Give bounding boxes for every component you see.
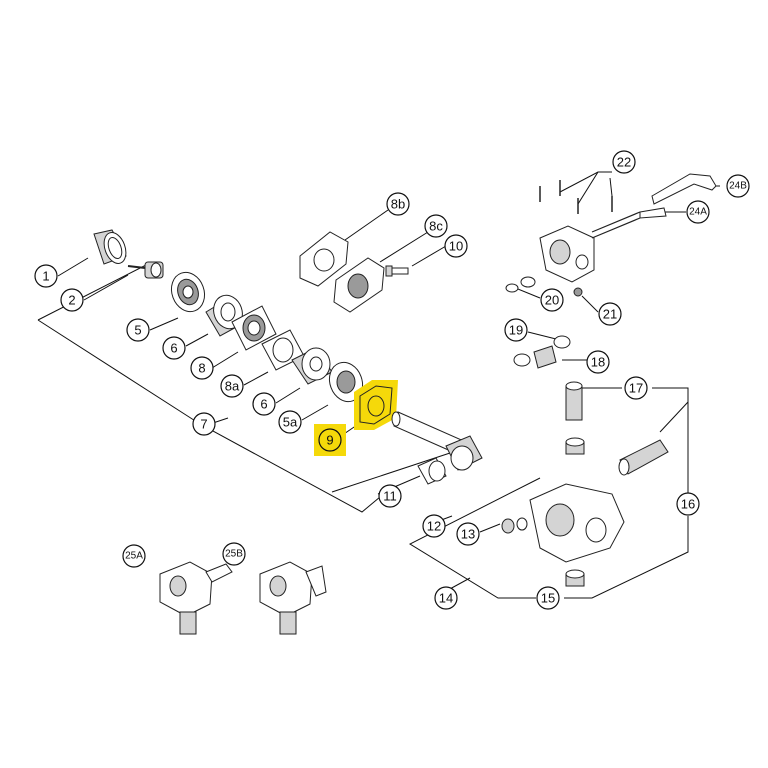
callout-9-highlighted[interactable]: 9 — [314, 424, 346, 456]
callout-16[interactable]: 16 — [676, 492, 700, 516]
svg-text:25B: 25B — [225, 549, 243, 560]
part-springs-18-19 — [513, 335, 571, 369]
callout-14[interactable]: 14 — [434, 586, 458, 610]
callout-11[interactable]: 11 — [378, 484, 402, 508]
part-5 — [170, 271, 206, 313]
part-ring — [565, 569, 585, 587]
svg-text:5: 5 — [134, 323, 141, 338]
callout-13[interactable]: 13 — [456, 522, 480, 546]
svg-text:5a: 5a — [283, 415, 298, 430]
svg-text:19: 19 — [509, 323, 523, 338]
part-screws — [539, 180, 613, 214]
callout-24a[interactable]: 24A — [686, 200, 710, 224]
svg-text:10: 10 — [449, 239, 463, 254]
part-5a — [328, 361, 364, 403]
callout-5a[interactable]: 5a — [278, 410, 302, 434]
part-spring-20 — [505, 276, 536, 293]
part-pin — [385, 265, 409, 277]
part-21 — [573, 287, 583, 297]
svg-text:14: 14 — [439, 591, 453, 606]
svg-text:9: 9 — [326, 433, 333, 448]
svg-text:20: 20 — [545, 293, 559, 308]
callout-5[interactable]: 5 — [126, 318, 150, 342]
part-nut — [127, 261, 164, 279]
callout-24b[interactable]: 24B — [726, 174, 750, 198]
part-sleeve — [417, 457, 447, 485]
part-9-highlighted — [354, 380, 398, 430]
part-washer — [501, 517, 528, 534]
callout-22[interactable]: 22 — [612, 150, 636, 174]
svg-text:24B: 24B — [729, 181, 747, 192]
svg-text:22: 22 — [617, 155, 631, 170]
callout-8[interactable]: 8 — [190, 356, 214, 380]
svg-text:8b: 8b — [391, 197, 405, 212]
part-flange — [231, 305, 277, 351]
svg-text:8: 8 — [198, 361, 205, 376]
svg-text:8c: 8c — [429, 219, 443, 234]
part-pump-body — [529, 483, 625, 563]
callout-1[interactable]: 1 — [34, 264, 58, 288]
callout-10[interactable]: 10 — [444, 234, 468, 258]
part-8b-plate — [299, 231, 349, 287]
svg-text:18: 18 — [591, 355, 605, 370]
callout-7[interactable]: 7 — [192, 412, 216, 436]
callout-20[interactable]: 20 — [540, 288, 564, 312]
part-shaft — [391, 411, 483, 471]
part-cone — [93, 229, 127, 265]
svg-text:13: 13 — [461, 527, 475, 542]
svg-text:16: 16 — [681, 497, 695, 512]
callout-8b[interactable]: 8b — [386, 192, 410, 216]
svg-text:25A: 25A — [125, 551, 143, 562]
callout-12[interactable]: 12 — [422, 514, 446, 538]
svg-text:6: 6 — [260, 397, 267, 412]
callout-25b[interactable]: 25B — [222, 542, 246, 566]
svg-text:24A: 24A — [689, 207, 707, 218]
svg-text:1: 1 — [42, 269, 49, 284]
part-valve-body — [539, 207, 667, 283]
svg-text:2: 2 — [68, 293, 75, 308]
svg-text:6: 6 — [170, 341, 177, 356]
svg-text:7: 7 — [200, 417, 207, 432]
part-25b-assembly — [259, 561, 327, 635]
svg-text:21: 21 — [603, 307, 617, 322]
part-16-cylinder — [618, 439, 669, 476]
callout-2[interactable]: 2 — [60, 288, 84, 312]
svg-text:17: 17 — [629, 381, 643, 396]
callout-8a[interactable]: 8a — [220, 374, 244, 398]
callouts: 1 2 5 6 8 8a 6 5a 9 7 8b 8c 10 11 22 24B… — [34, 150, 750, 610]
part-8c-plate — [333, 257, 385, 313]
callout-15[interactable]: 15 — [536, 586, 560, 610]
part-17-cylinder — [565, 381, 583, 421]
svg-text:11: 11 — [383, 489, 397, 504]
part-cup — [565, 437, 585, 455]
part-tube-24b — [651, 173, 717, 205]
callout-25a[interactable]: 25A — [122, 544, 146, 568]
callout-17[interactable]: 17 — [624, 376, 648, 400]
callout-6[interactable]: 6 — [162, 336, 186, 360]
svg-text:15: 15 — [541, 591, 555, 606]
callout-21[interactable]: 21 — [598, 302, 622, 326]
svg-text:8a: 8a — [225, 379, 240, 394]
callout-19[interactable]: 19 — [504, 318, 528, 342]
callout-8c[interactable]: 8c — [424, 214, 448, 238]
callout-6-second[interactable]: 6 — [252, 392, 276, 416]
svg-text:12: 12 — [427, 519, 441, 534]
part-25a-assembly — [159, 561, 233, 635]
callout-18[interactable]: 18 — [586, 350, 610, 374]
parts — [93, 173, 717, 635]
